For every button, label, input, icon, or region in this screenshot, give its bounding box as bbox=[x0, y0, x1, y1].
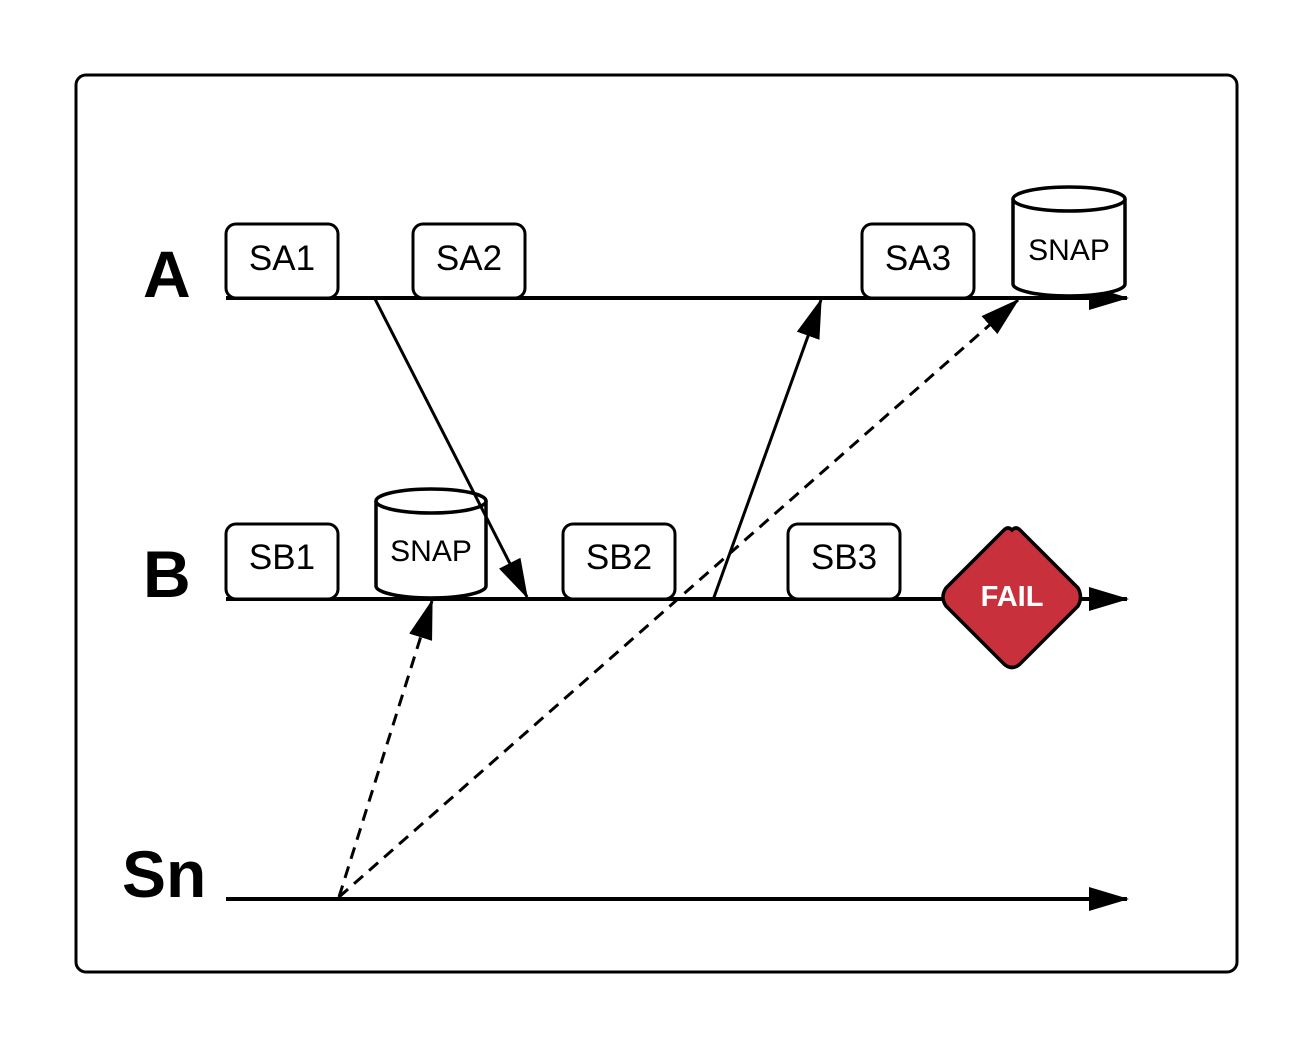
state-box-sb1: SB1 bbox=[224, 522, 340, 601]
lane-label-b: B bbox=[143, 537, 191, 611]
state-box-sb2: SB2 bbox=[561, 522, 677, 601]
snapshot-label: SNAP bbox=[1028, 234, 1110, 267]
message-arrow-a-to-b bbox=[373, 298, 529, 599]
snapshot-cylinder-b: SNAP bbox=[374, 487, 488, 600]
state-label: SA2 bbox=[436, 239, 502, 278]
lane-label-a: A bbox=[143, 237, 191, 311]
state-label: SB3 bbox=[811, 538, 877, 577]
state-label: SA3 bbox=[885, 239, 951, 278]
message-arrow-sn-to-a-snap bbox=[338, 298, 1020, 899]
lane-label-sn: Sn bbox=[122, 837, 206, 911]
state-box-sa1: SA1 bbox=[224, 222, 340, 300]
message-arrow-sn-to-b-snap bbox=[337, 599, 434, 898]
state-label: SB2 bbox=[586, 538, 652, 577]
snapshot-label: SNAP bbox=[390, 535, 472, 568]
state-label: SB1 bbox=[249, 538, 315, 577]
failure-label: FAIL bbox=[981, 581, 1044, 613]
failure-diamond: FAIL bbox=[941, 526, 1083, 670]
state-box-sb3: SB3 bbox=[786, 522, 902, 601]
state-box-sa3: SA3 bbox=[860, 222, 976, 300]
snapshot-cylinder-a: SNAP bbox=[1011, 185, 1127, 298]
message-arrow-b-to-a bbox=[711, 298, 823, 601]
state-label: SA1 bbox=[249, 239, 315, 278]
state-box-sa2: SA2 bbox=[411, 222, 527, 300]
